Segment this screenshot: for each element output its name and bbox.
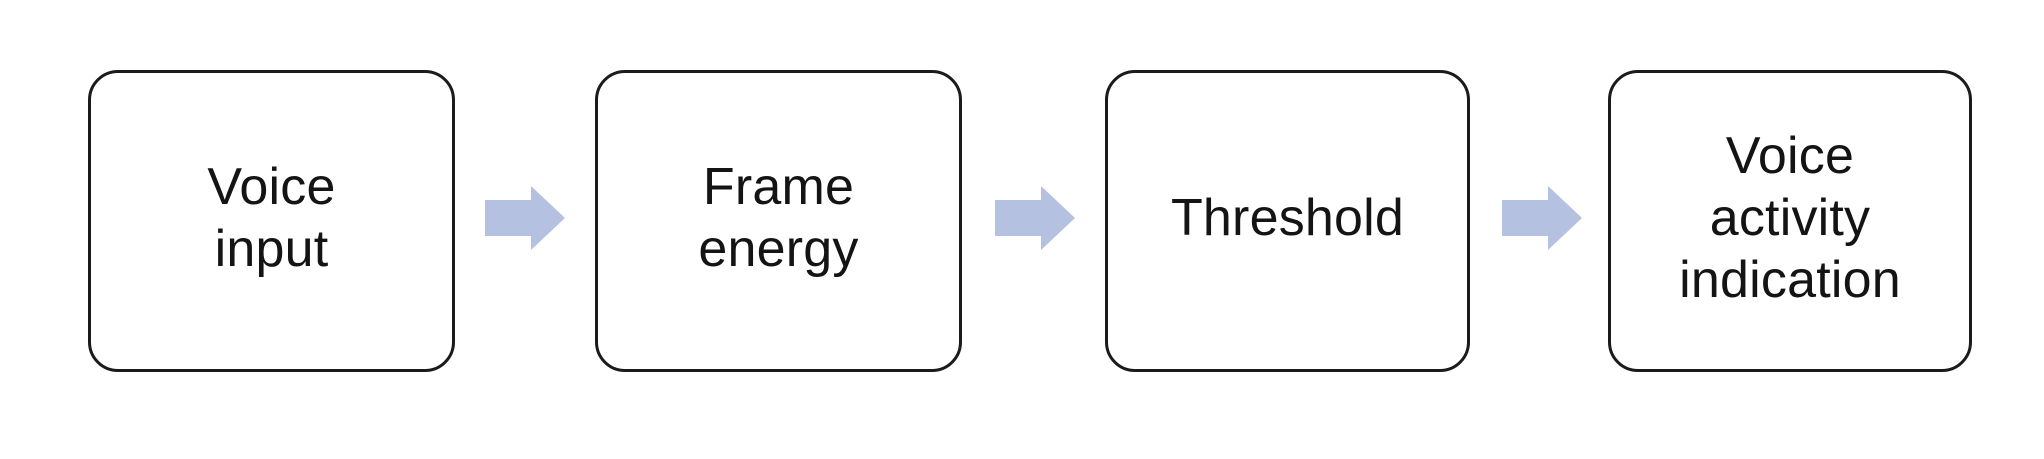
node-voice-input-label: Voice input xyxy=(207,158,336,278)
node-voice-input[interactable]: Voice input xyxy=(88,70,455,372)
node-voice-activity-indication-label: Voice activity indication xyxy=(1679,127,1901,309)
right-block-arrow-icon xyxy=(485,183,565,253)
right-block-arrow-icon xyxy=(995,183,1075,253)
node-frame-energy-label: Frame energy xyxy=(698,158,859,278)
node-threshold[interactable]: Threshold xyxy=(1105,70,1470,372)
node-frame-energy[interactable]: Frame energy xyxy=(595,70,962,372)
right-block-arrow-icon xyxy=(1502,183,1582,253)
node-voice-activity-indication[interactable]: Voice activity indication xyxy=(1608,70,1972,372)
node-threshold-label: Threshold xyxy=(1170,189,1405,247)
